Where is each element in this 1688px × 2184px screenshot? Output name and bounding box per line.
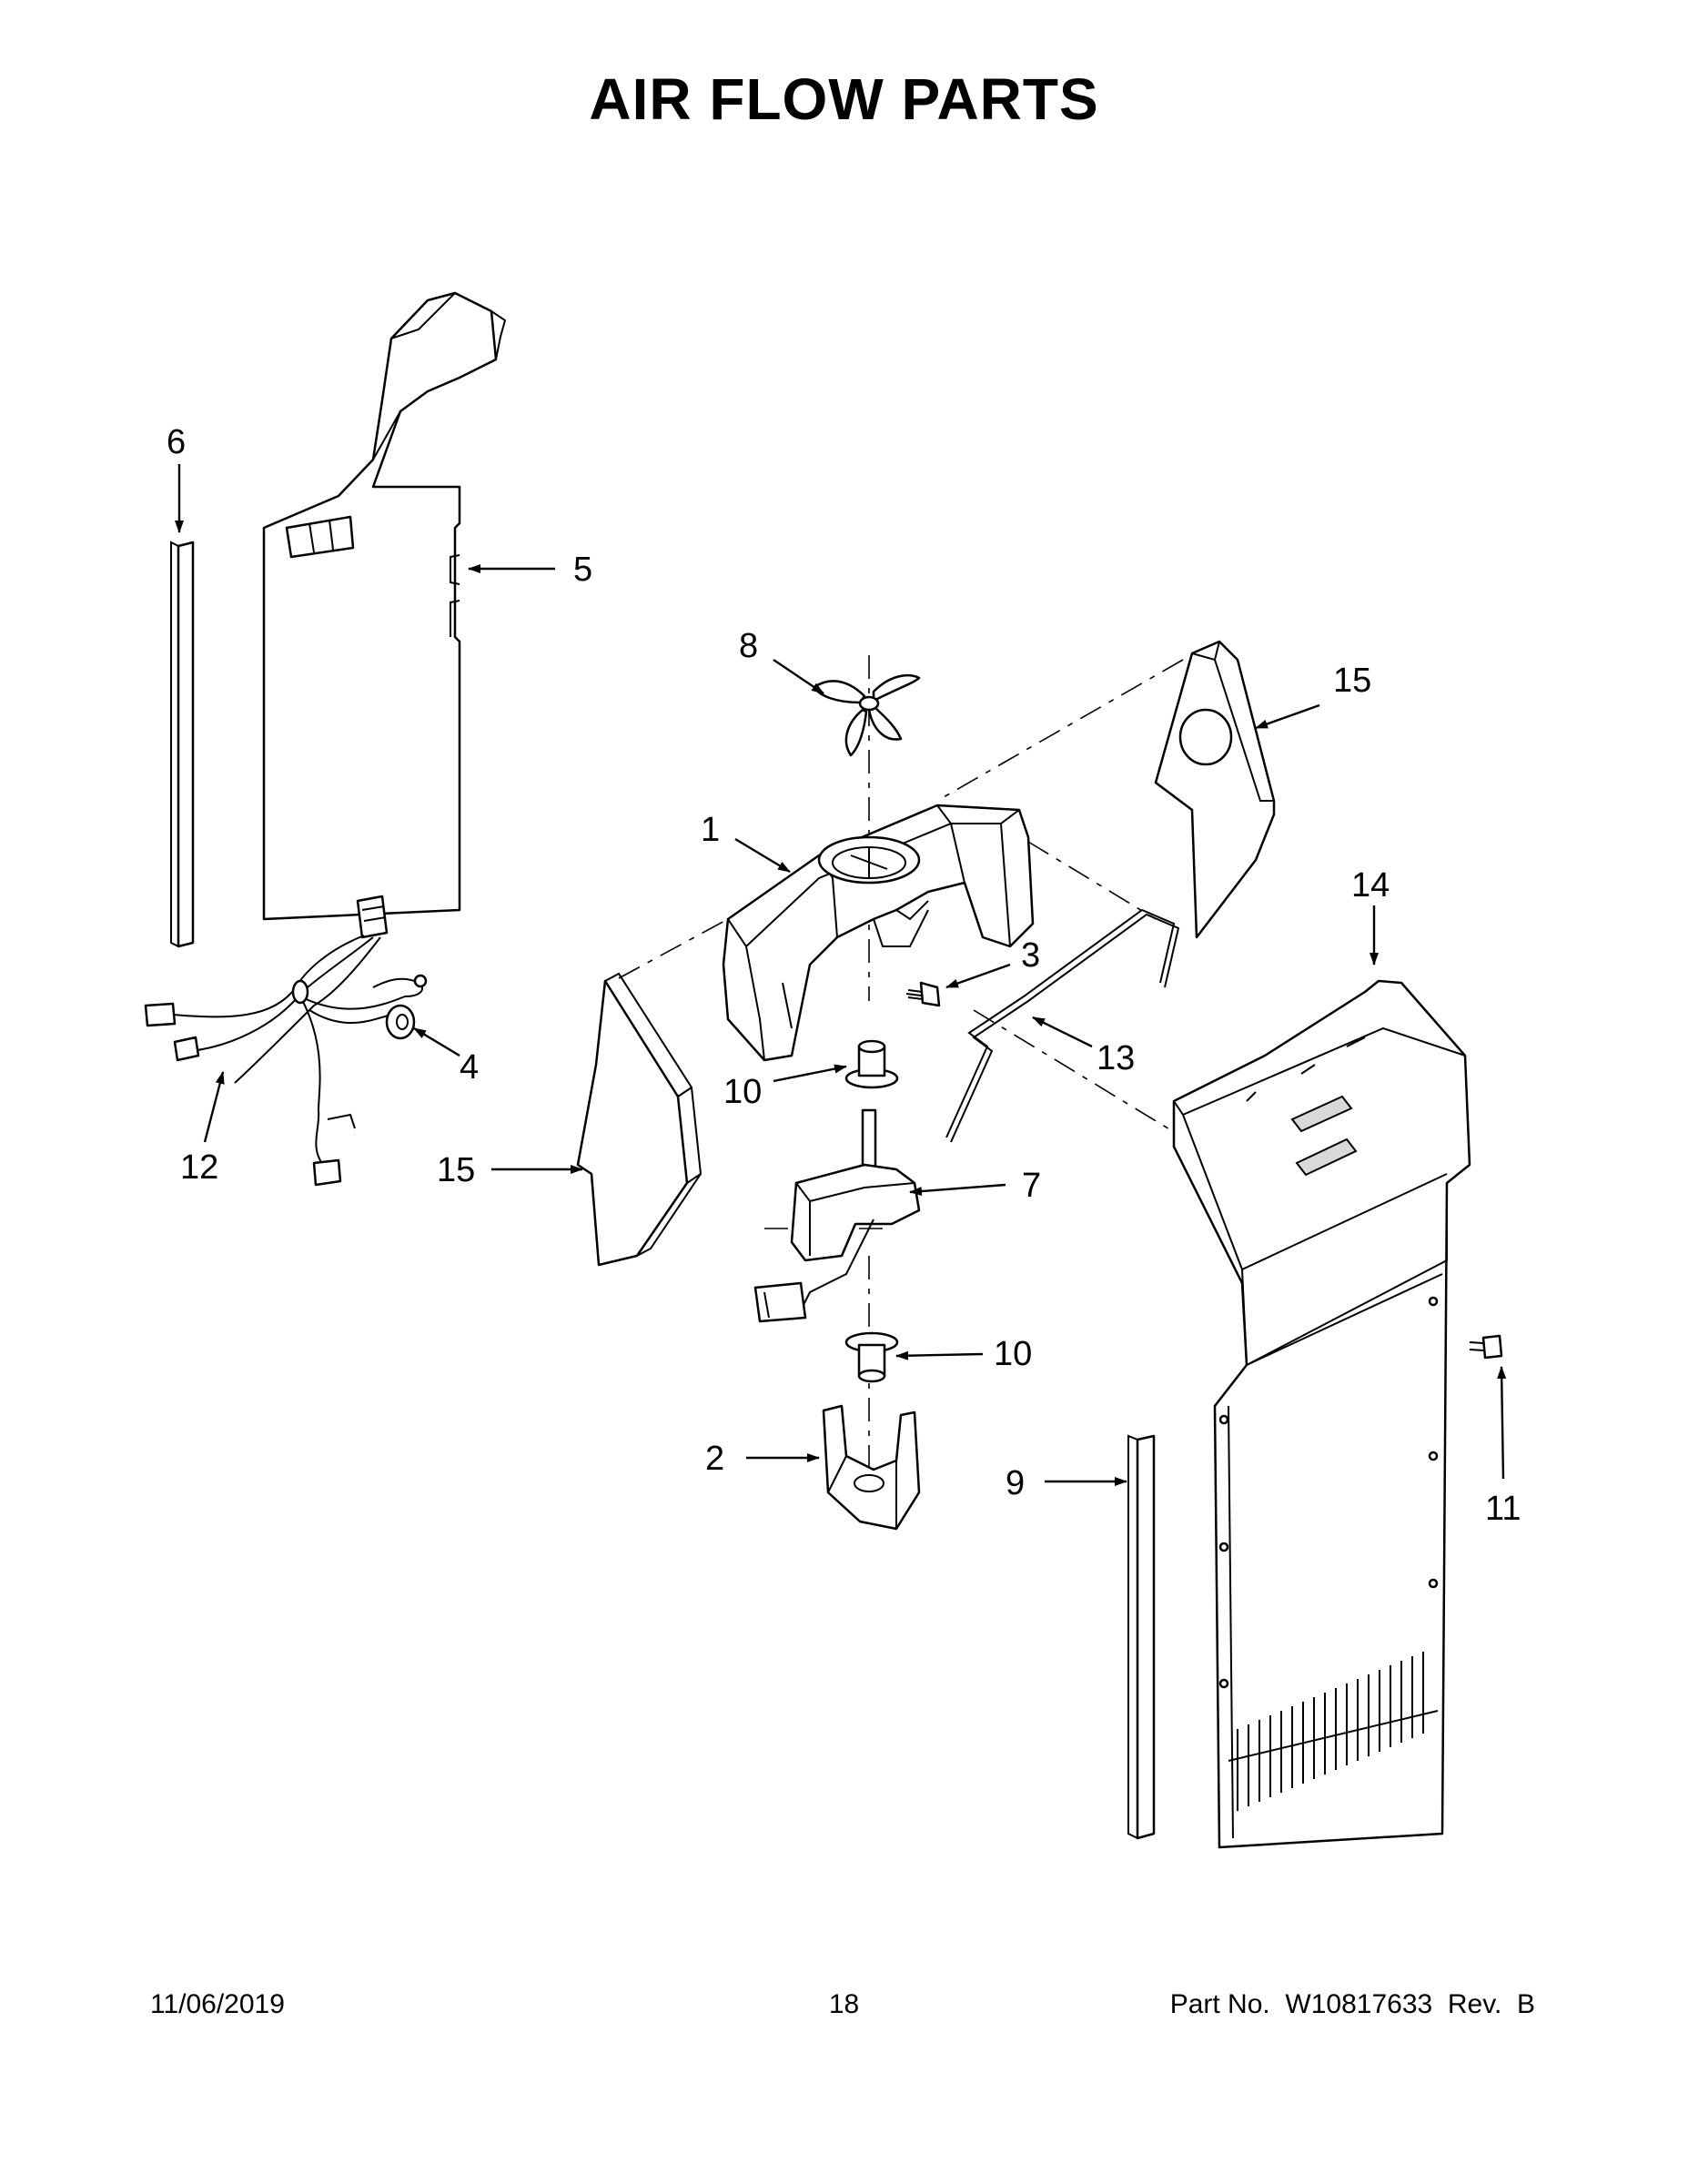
callout-labels: 6 5 8 15 1 14 3 13 4 10 12 15 7 10 2 9 1…	[167, 423, 1521, 1528]
part-8-fan-blade	[813, 674, 921, 757]
callout-13: 13	[1097, 1039, 1135, 1077]
callout-3: 3	[1021, 936, 1040, 975]
footer-date: 11/06/2019	[150, 1989, 285, 2019]
part-5-duct-cover	[262, 291, 507, 921]
callout-4: 4	[460, 1048, 479, 1087]
callout-1: 1	[701, 811, 720, 849]
part-9-seal-strip	[1127, 1434, 1156, 1840]
part-2-motor-bracket	[822, 1404, 921, 1531]
callout-15-right: 15	[1333, 662, 1371, 700]
callout-11: 11	[1485, 1490, 1521, 1528]
callout-8: 8	[739, 627, 758, 665]
callout-12: 12	[180, 1148, 218, 1187]
part-3-screw	[905, 981, 941, 1007]
footer-part-number: Part No. W10817633 Rev. B	[1169, 1989, 1535, 2019]
part-4-thermistor	[372, 974, 428, 1040]
part-14-evaporator-cover	[1172, 979, 1471, 1849]
part-7-fan-motor	[753, 1108, 921, 1323]
callout-9: 9	[1006, 1464, 1025, 1502]
callout-2: 2	[705, 1440, 724, 1478]
callout-14: 14	[1351, 866, 1390, 905]
vent-slots	[1228, 1652, 1439, 1811]
part-11-screw	[1469, 1334, 1503, 1360]
callout-leader-lines	[175, 464, 1507, 1486]
part-6-seal-strip	[170, 541, 195, 948]
callout-10-upper: 10	[723, 1073, 762, 1111]
footer-page-number: 18	[828, 1989, 860, 2019]
part-13-wire-clip	[945, 908, 1180, 1143]
part-15-diverter-right	[1154, 640, 1276, 939]
callout-6: 6	[167, 423, 186, 461]
page-title: AIR FLOW PARTS	[589, 66, 1099, 132]
part-10-grommet-upper	[844, 1039, 899, 1089]
callout-7: 7	[1022, 1167, 1041, 1205]
part-10-grommet-lower	[844, 1331, 899, 1383]
assembly-guide-lines	[618, 655, 1184, 1502]
callout-15-left: 15	[437, 1151, 475, 1189]
part-1-fan-housing	[722, 804, 1035, 1062]
part-12-wire-harness	[144, 895, 406, 1187]
part-15-diverter-left	[576, 972, 702, 1267]
callout-10-lower: 10	[994, 1335, 1032, 1373]
callout-5: 5	[573, 551, 592, 589]
